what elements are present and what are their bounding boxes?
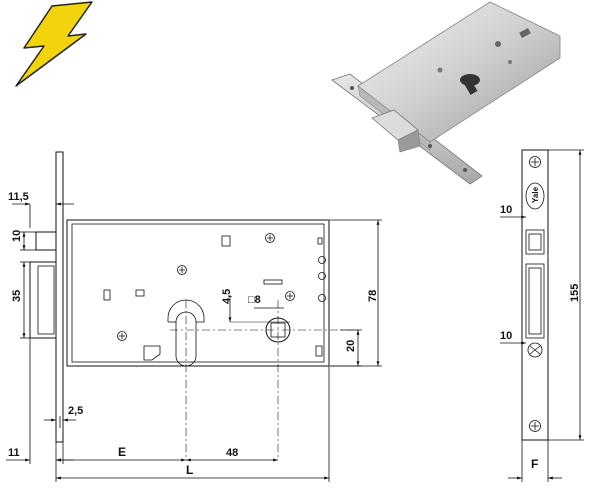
- dim-L-label: L: [186, 463, 193, 477]
- dim-11-5-label: 11,5: [8, 191, 29, 203]
- dim-2-5-label: 2,5: [68, 405, 83, 417]
- dim-4-5-label: 4,5: [221, 289, 233, 304]
- faceplate: [55, 151, 64, 443]
- front-view-drawing: [6, 151, 382, 482]
- dim-48-label: 48: [226, 447, 238, 459]
- dim-155-label: 155: [569, 284, 581, 302]
- latch-bolt: [35, 231, 57, 251]
- dim-E-label: E: [118, 445, 126, 459]
- screw: [529, 156, 541, 432]
- screw: [117, 233, 326, 341]
- cylinder-cutout: [167, 299, 205, 367]
- lock-photo: [331, 1, 561, 185]
- dim-square-8-label: □8: [248, 294, 261, 306]
- side-brand-label: Yale: [531, 186, 540, 203]
- dim-35-label: 35: [11, 290, 23, 302]
- side-view-drawing: [500, 149, 584, 482]
- lightning-bolt-icon: [15, 1, 93, 87]
- dim-10-bottom-label: 10: [500, 330, 512, 342]
- dim-10-top-label: 10: [500, 204, 512, 216]
- deadbolt: [29, 261, 57, 339]
- dim-78-label: 78: [367, 290, 379, 302]
- dim-10-label: 10: [11, 230, 23, 242]
- dim-20-label: 20: [345, 340, 357, 352]
- lock-case: [66, 219, 330, 367]
- dim-F-label: F: [531, 457, 538, 471]
- brand-logo: [525, 182, 545, 210]
- dim-11-label: 11: [8, 447, 20, 459]
